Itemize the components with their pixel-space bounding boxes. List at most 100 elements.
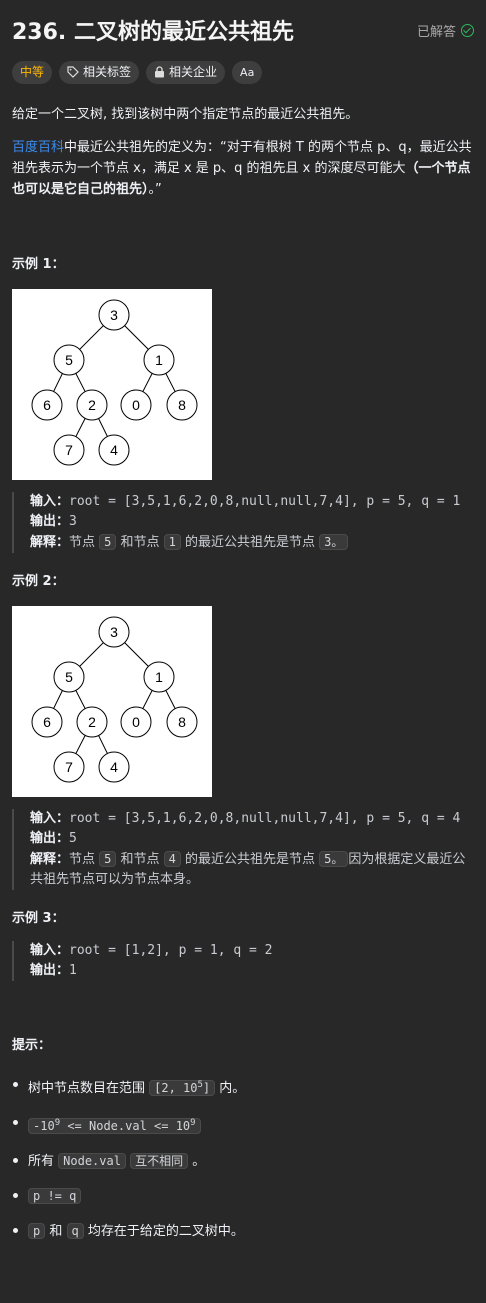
- tag-bar: 中等 相关标签 相关企业 Aa: [12, 60, 474, 84]
- constraint-item: -109 <= Node.val <= 109: [12, 1112, 474, 1138]
- constraints-list: 树中节点数目在范围 [2, 105] 内。 -109 <= Node.val <…: [12, 1074, 474, 1243]
- example-3-output: 输出：1: [30, 961, 474, 981]
- constraints-section: 提示： 树中节点数目在范围 [2, 105] 内。 -109 <= Node.v…: [12, 1035, 474, 1243]
- tree-node-label: 2: [88, 397, 96, 413]
- code-text: <= Node.val <= 10: [60, 1119, 191, 1133]
- example-3-title: 示例 3：: [12, 911, 65, 926]
- output-label: 输出：: [30, 831, 70, 846]
- example-1-explain: 解释：节点 5 和节点 1 的最近公共祖先是节点 3。: [30, 532, 474, 553]
- title-row: 236. 二叉树的最近公共祖先 已解答: [12, 14, 474, 46]
- constraint-item: 所有 Node.val 互不相同 。: [12, 1150, 474, 1173]
- explain-text: 节点: [69, 535, 100, 550]
- tree-node-label: 4: [110, 442, 118, 458]
- output-value: 5: [69, 831, 77, 846]
- constraint-text: 所有: [28, 1154, 59, 1169]
- problem-title[interactable]: 236. 二叉树的最近公共祖先: [12, 20, 294, 45]
- example-2-output: 输出：5: [30, 829, 474, 849]
- example-2-input: 输入：root = [3,5,1,6,2,0,8,null,null,7,4],…: [30, 809, 474, 829]
- tree-node-label: 7: [65, 759, 73, 775]
- constraint-text: 内。: [215, 1081, 246, 1096]
- code-text: ]: [202, 1081, 211, 1095]
- inline-code: -109 <= Node.val <= 109: [28, 1118, 201, 1134]
- tree-node: [53, 434, 85, 466]
- definition-text: 百度百科中最近公共祖先的定义为：“对于有根树 T 的两个节点 p、q，最近公共祖…: [12, 137, 474, 200]
- example-1-block: 输入：root = [3,5,1,6,2,0,8,null,null,7,4],…: [12, 492, 474, 553]
- tree-node-label: 1: [155, 669, 163, 685]
- code-sup: 9: [54, 1118, 61, 1128]
- related-companies-button[interactable]: 相关企业: [146, 60, 226, 84]
- tree-node: [166, 706, 198, 738]
- output-value: 1: [69, 963, 77, 978]
- constraint-text: 。: [188, 1154, 206, 1169]
- tree-node-label: 2: [88, 714, 96, 730]
- input-value: root = [3,5,1,6,2,0,8,null,null,7,4], p …: [69, 494, 461, 509]
- code-text: -10: [33, 1119, 55, 1133]
- tree-node: [53, 751, 85, 783]
- baike-link[interactable]: 百度百科: [12, 140, 65, 155]
- tree-node-label: 8: [178, 714, 186, 730]
- input-value: root = [3,5,1,6,2,0,8,null,null,7,4], p …: [69, 811, 461, 826]
- inline-code: 5: [99, 534, 117, 550]
- tree-node-label: 5: [65, 669, 73, 685]
- inline-code: q: [66, 1223, 84, 1239]
- constraint-item: p != q: [12, 1185, 474, 1208]
- explain-label: 解释：: [30, 852, 70, 867]
- tree-node-label: 6: [43, 714, 51, 730]
- explain-text: 的最近公共祖先是节点: [180, 852, 320, 867]
- inline-code: Node.val: [58, 1153, 126, 1169]
- tree-node-label: 8: [178, 397, 186, 413]
- constraints-title: 提示：: [12, 1038, 52, 1053]
- related-tags-button[interactable]: 相关标签: [59, 60, 140, 84]
- related-tags-label: 相关标签: [83, 64, 132, 79]
- tree-node: [98, 299, 130, 331]
- difficulty-badge: 中等: [12, 60, 53, 84]
- definition-body: 中最近公共祖先的定义为：“对于有根树 T 的两个节点 p、q，最近公共祖先表示为…: [12, 140, 472, 176]
- explain-text: 因为根据定义最近公共祖先节点可以为节点本身。: [30, 852, 466, 887]
- font-size-icon: Aa: [240, 65, 255, 79]
- inline-code: 5: [99, 851, 117, 867]
- inline-code: 1: [163, 534, 181, 550]
- lock-icon: [155, 66, 165, 78]
- output-value: 3: [69, 514, 77, 529]
- font-size-button[interactable]: Aa: [232, 60, 263, 84]
- tree-node: [53, 661, 85, 693]
- output-label: 输出：: [30, 514, 70, 529]
- tree-node-label: 1: [155, 352, 163, 368]
- code-sup: 9: [190, 1118, 196, 1128]
- check-circle-icon: [461, 23, 474, 37]
- explain-text: 节点: [69, 852, 100, 867]
- tree-node: [76, 389, 108, 421]
- tree-node-label: 0: [132, 714, 140, 730]
- input-label: 输入：: [30, 811, 70, 826]
- tree-node-label: 4: [110, 759, 118, 775]
- definition-bold: （一个节点也可以是它自己的祖先）: [12, 161, 471, 197]
- tree-node: [98, 616, 130, 648]
- tree-node-label: 5: [65, 352, 73, 368]
- constraint-text: 均存在于给定的二叉树中。: [83, 1224, 244, 1239]
- tree-node-label: 7: [65, 442, 73, 458]
- inline-code: 互不相同: [130, 1153, 189, 1169]
- explain-text: 和节点: [116, 535, 164, 550]
- tree-node: [143, 344, 175, 376]
- tree-node: [98, 434, 130, 466]
- example-3-input: 输入：root = [1,2], p = 1, q = 2: [30, 941, 474, 961]
- tree-node: [53, 344, 85, 376]
- constraint-text: 树中节点数目在范围: [28, 1081, 150, 1096]
- tree-node: [166, 389, 198, 421]
- tree-node-label: 6: [43, 397, 51, 413]
- definition-end: 。”: [148, 182, 162, 197]
- tag-icon: [67, 66, 79, 78]
- intro-text: 给定一个二叉树, 找到该树中两个指定节点的最近公共祖先。: [12, 107, 359, 122]
- example-1-title: 示例 1：: [12, 257, 65, 272]
- tree-node: [120, 706, 152, 738]
- output-label: 输出：: [30, 963, 70, 978]
- tree-node: [31, 389, 63, 421]
- explain-text: 的最近公共祖先是节点: [180, 535, 320, 550]
- explain-label: 解释：: [30, 535, 70, 550]
- constraint-item: p 和 q 均存在于给定的二叉树中。: [12, 1220, 474, 1243]
- example-2-title: 示例 2：: [12, 574, 65, 589]
- example-1-input: 输入：root = [3,5,1,6,2,0,8,null,null,7,4],…: [30, 492, 474, 512]
